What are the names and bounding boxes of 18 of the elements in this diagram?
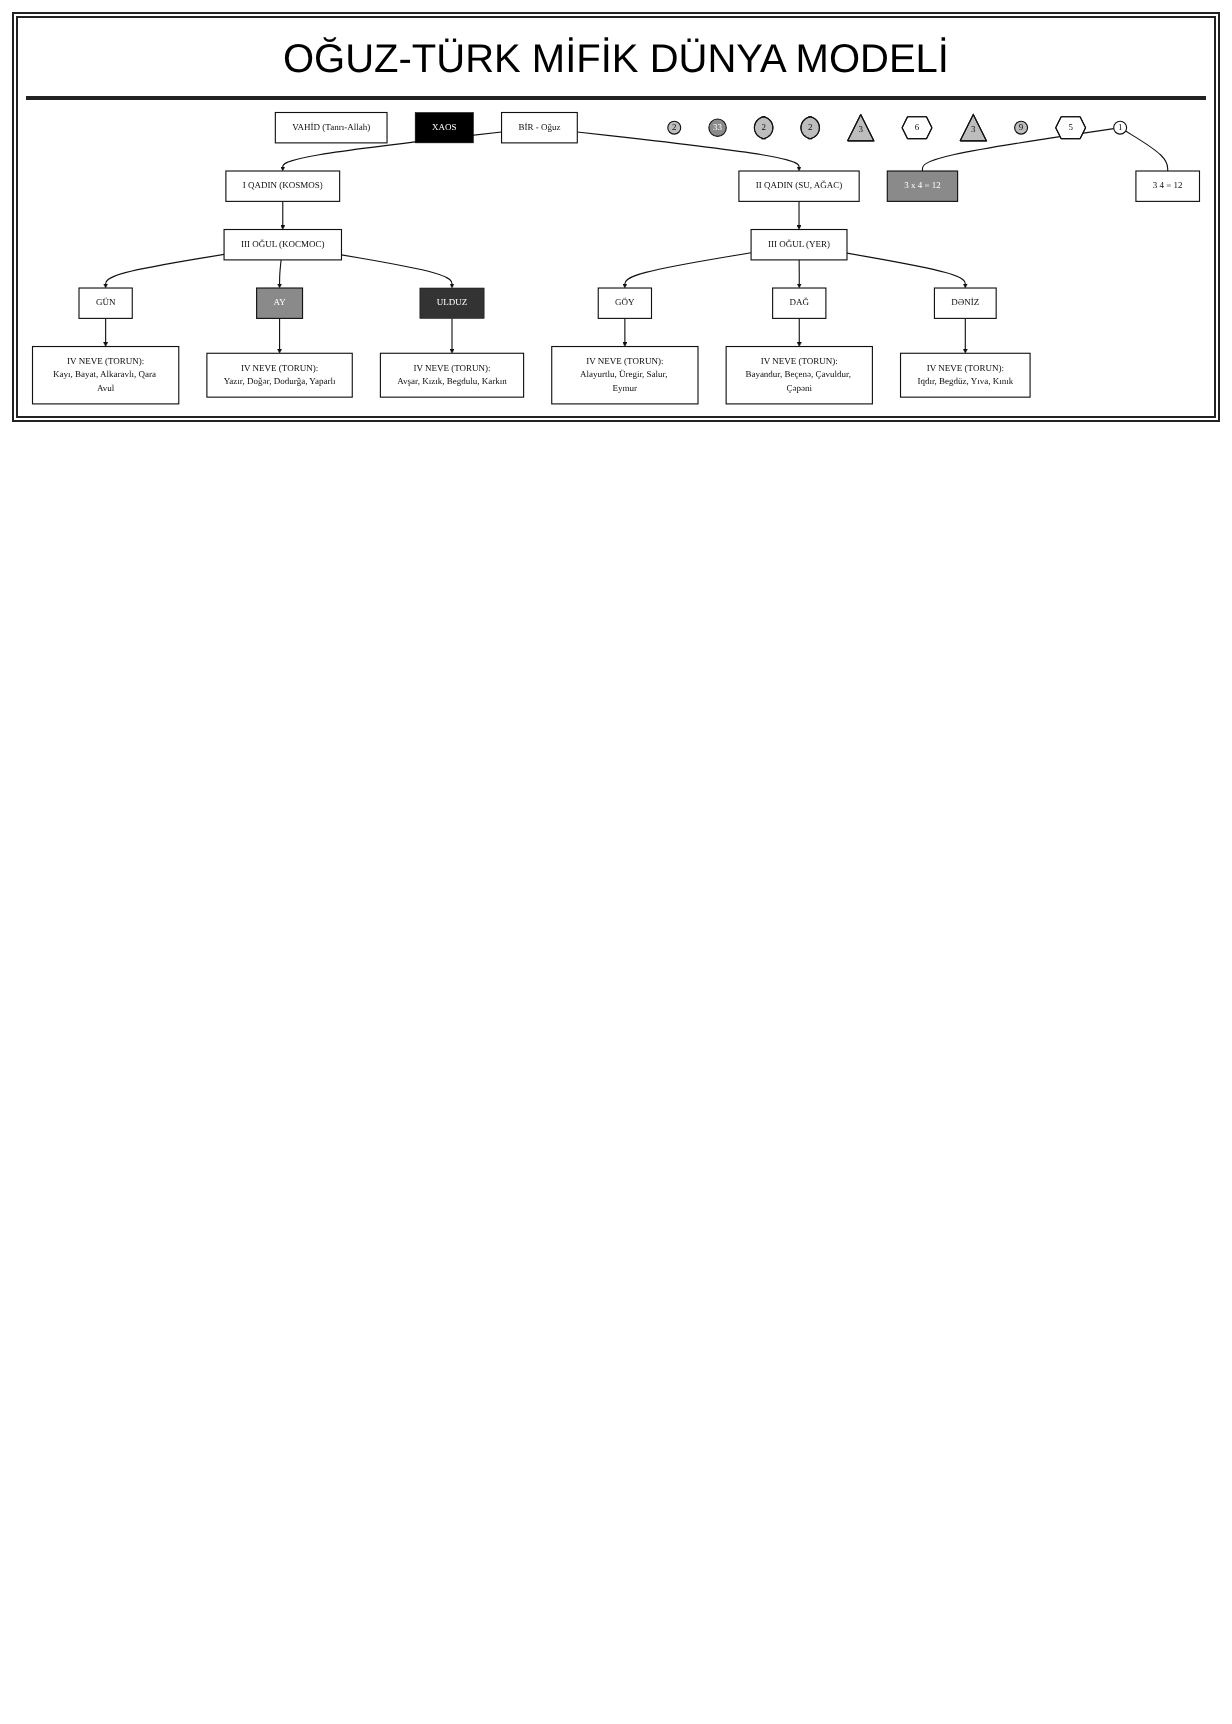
arrow xyxy=(103,317,109,347)
arrow xyxy=(340,254,455,289)
arrow xyxy=(280,200,286,230)
arrow xyxy=(103,253,225,289)
arrow xyxy=(796,317,802,347)
connector xyxy=(1125,130,1169,172)
arrow xyxy=(576,131,802,172)
arrow xyxy=(277,317,283,354)
diagram-title: OĞUZ-TÜRK MİFİK DÜNYA MODELİ xyxy=(26,26,1206,100)
connector xyxy=(921,128,1115,172)
arrow xyxy=(622,252,752,289)
arrow xyxy=(962,317,968,354)
arrow xyxy=(622,317,628,347)
arrow xyxy=(449,317,455,354)
arrow xyxy=(277,259,283,289)
arrow xyxy=(796,259,802,289)
arrow xyxy=(846,252,968,289)
arrow xyxy=(796,200,802,230)
